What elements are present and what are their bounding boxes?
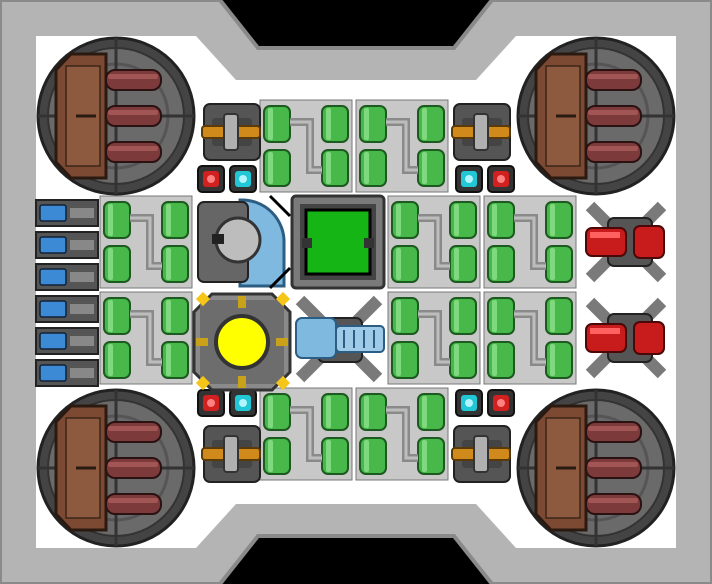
thruster-bottom-right[interactable] (516, 388, 676, 548)
battery[interactable] (35, 327, 99, 355)
fuel-tank[interactable] (484, 292, 576, 384)
red-emitter[interactable] (197, 389, 225, 417)
red-emitter[interactable] (487, 389, 515, 417)
cyan-emitter[interactable] (229, 165, 257, 193)
gun-turret-bottom-right[interactable] (451, 425, 511, 483)
fuel-tank[interactable] (100, 196, 192, 288)
gun-turret-top-right[interactable] (451, 103, 511, 161)
thruster-top-right[interactable] (516, 36, 676, 196)
battery[interactable] (35, 263, 99, 291)
red-emitter[interactable] (487, 165, 515, 193)
reactor-core-icon[interactable] (192, 291, 292, 392)
cyan-emitter[interactable] (455, 165, 483, 193)
gun-turret-top-left[interactable] (201, 103, 261, 161)
laser-turret-bottom[interactable] (580, 292, 672, 384)
cockpit-icon[interactable] (290, 194, 386, 290)
battery[interactable] (35, 199, 99, 227)
thruster-bottom-left[interactable] (36, 388, 196, 548)
shield-generator-icon[interactable] (196, 194, 292, 290)
fuel-tank[interactable] (100, 292, 192, 384)
laser-turret-top[interactable] (580, 196, 672, 288)
ion-cannon-icon[interactable] (292, 292, 385, 384)
thruster-top-left[interactable] (36, 36, 196, 196)
cyan-emitter[interactable] (455, 389, 483, 417)
fuel-tank[interactable] (260, 100, 352, 192)
cyan-emitter[interactable] (229, 389, 257, 417)
battery[interactable] (35, 359, 99, 387)
fuel-tank[interactable] (388, 292, 480, 384)
fuel-tank[interactable] (388, 196, 480, 288)
gun-turret-bottom-left[interactable] (201, 425, 261, 483)
fuel-tank[interactable] (356, 100, 448, 192)
battery[interactable] (35, 231, 99, 259)
battery[interactable] (35, 295, 99, 323)
red-emitter[interactable] (197, 165, 225, 193)
fuel-tank[interactable] (260, 388, 352, 480)
fuel-tank[interactable] (356, 388, 448, 480)
fuel-tank[interactable] (484, 196, 576, 288)
